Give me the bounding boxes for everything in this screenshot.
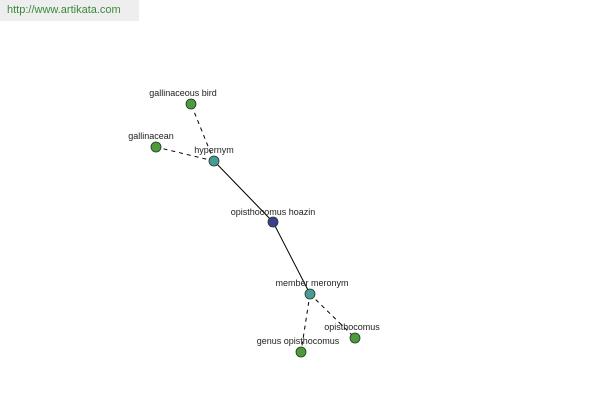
node-label-opisthocomus[interactable]: opisthocomus [324, 322, 380, 332]
node-genus-opisthocomus[interactable] [295, 346, 307, 358]
edge-hypernym-gallinaceous_bird [190, 103, 215, 162]
edge-center-member_meronym [272, 221, 311, 295]
node-gallinaceous-bird[interactable] [185, 98, 197, 110]
node-hypernym[interactable] [208, 155, 220, 167]
edge-hypernym-gallinacean [155, 146, 215, 162]
site-url-link[interactable]: http://www.artikata.com [0, 0, 139, 21]
edge-center-hypernym [213, 160, 274, 223]
node-label-member-meronym[interactable]: member meronym [275, 278, 348, 288]
node-label-gallinaceous-bird[interactable]: gallinaceous bird [149, 88, 217, 98]
node-label-genus-opisthocomus[interactable]: genus opisthocomus [257, 336, 340, 346]
edge-member_meronym-genus_opisthocomus [300, 293, 311, 353]
node-center[interactable] [267, 216, 279, 228]
node-label-gallinacean[interactable]: gallinacean [128, 131, 174, 141]
node-label-hypernym[interactable]: hypernym [194, 145, 234, 155]
edge-member_meronym-opisthocomus [309, 293, 356, 339]
node-gallinacean[interactable] [150, 141, 162, 153]
node-label-center[interactable]: opisthocomus hoazin [231, 207, 316, 217]
node-opisthocomus[interactable] [349, 332, 361, 344]
node-member-meronym[interactable] [304, 288, 316, 300]
